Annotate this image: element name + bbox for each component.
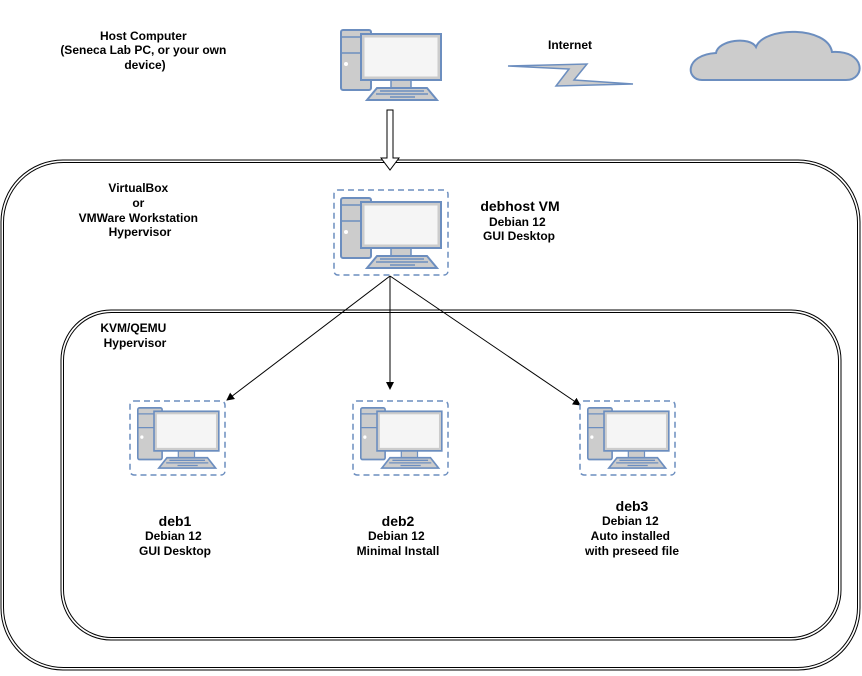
debhost-computer-icon: [340, 197, 442, 269]
outer-hypervisor-label: VirtualBox or VMWare Workstation Hypervi…: [79, 181, 202, 239]
deb3-vm-box: [579, 400, 676, 476]
lightning-icon: [507, 63, 634, 87]
internet-label: Internet: [548, 38, 592, 52]
deb2-computer-icon: [359, 406, 443, 469]
deb1-computer-icon: [136, 406, 220, 469]
deb2-details: Debian 12 Minimal Install: [357, 529, 440, 558]
deb1-vm-box: [129, 400, 226, 476]
host-to-vm-arrow: [380, 109, 400, 171]
deb3-details: Debian 12 Auto installed with preseed fi…: [584, 514, 679, 558]
arrow-to-deb3: [389, 275, 581, 406]
debhost-details: Debian 12 GUI Desktop: [483, 215, 555, 243]
cloud-icon: [689, 30, 861, 81]
host-computer-icon: [340, 29, 442, 101]
deb2-name: deb2: [382, 513, 415, 529]
deb1-name: deb1: [159, 513, 192, 529]
outer-hypervisor-container: [0, 159, 861, 671]
debhost-vm-box: [333, 189, 449, 276]
deb3-computer-icon: [586, 406, 670, 469]
deb2-vm-box: [352, 400, 449, 476]
arrow-to-deb1: [226, 275, 391, 401]
inner-hypervisor-label: KVM/QEMU Hypervisor: [100, 321, 169, 350]
deb3-name: deb3: [616, 498, 649, 514]
inner-hypervisor-container: [60, 309, 842, 641]
host-label: Host Computer (Seneca Lab PC, or your ow…: [60, 29, 229, 72]
debhost-name: debhost VM: [480, 198, 559, 214]
deb1-details: Debian 12 GUI Desktop: [139, 529, 211, 558]
